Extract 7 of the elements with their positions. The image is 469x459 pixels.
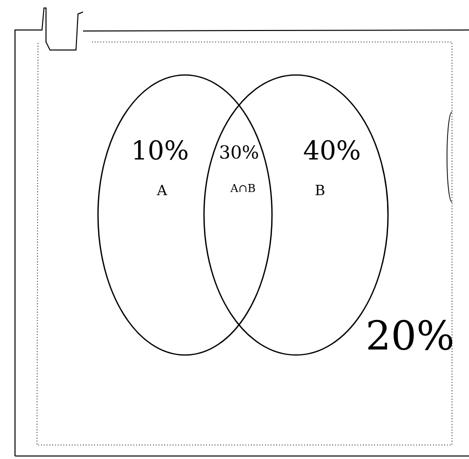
- set-label: A: [156, 184, 168, 196]
- set-label: A∩B: [230, 184, 255, 192]
- set-label: B: [316, 184, 324, 196]
- percentage-label: 40%: [304, 140, 360, 160]
- percentage-label: 20%: [368, 320, 452, 350]
- percentage-label: 10%: [134, 140, 188, 160]
- percentage-label: 30%: [220, 145, 258, 159]
